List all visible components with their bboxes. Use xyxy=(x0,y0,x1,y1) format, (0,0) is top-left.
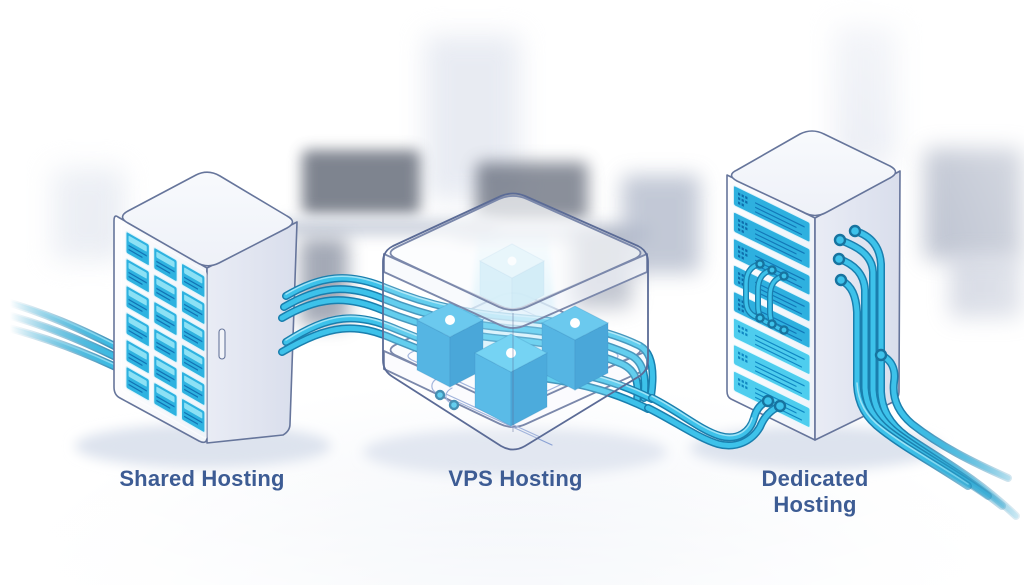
outgoing-cables-right xyxy=(832,224,1020,520)
vps-hosting-container xyxy=(278,192,657,451)
vps-cube-right xyxy=(540,305,610,391)
vps-hosting-label: VPS Hosting xyxy=(448,466,583,491)
vps-cube-left xyxy=(415,302,485,388)
server-panel-grid xyxy=(120,223,208,439)
cabinet-door-handle xyxy=(218,328,226,360)
dedicated-hosting-label: Dedicated Hosting xyxy=(761,466,869,517)
shared-hosting-label: Shared Hosting xyxy=(119,466,285,491)
incoming-cables-left xyxy=(0,295,134,378)
cables-vps-to-dedicated xyxy=(644,394,787,450)
patch-cable-loops xyxy=(743,259,789,335)
shared-hosting-server xyxy=(113,171,298,444)
vps-cube-front xyxy=(473,333,549,427)
